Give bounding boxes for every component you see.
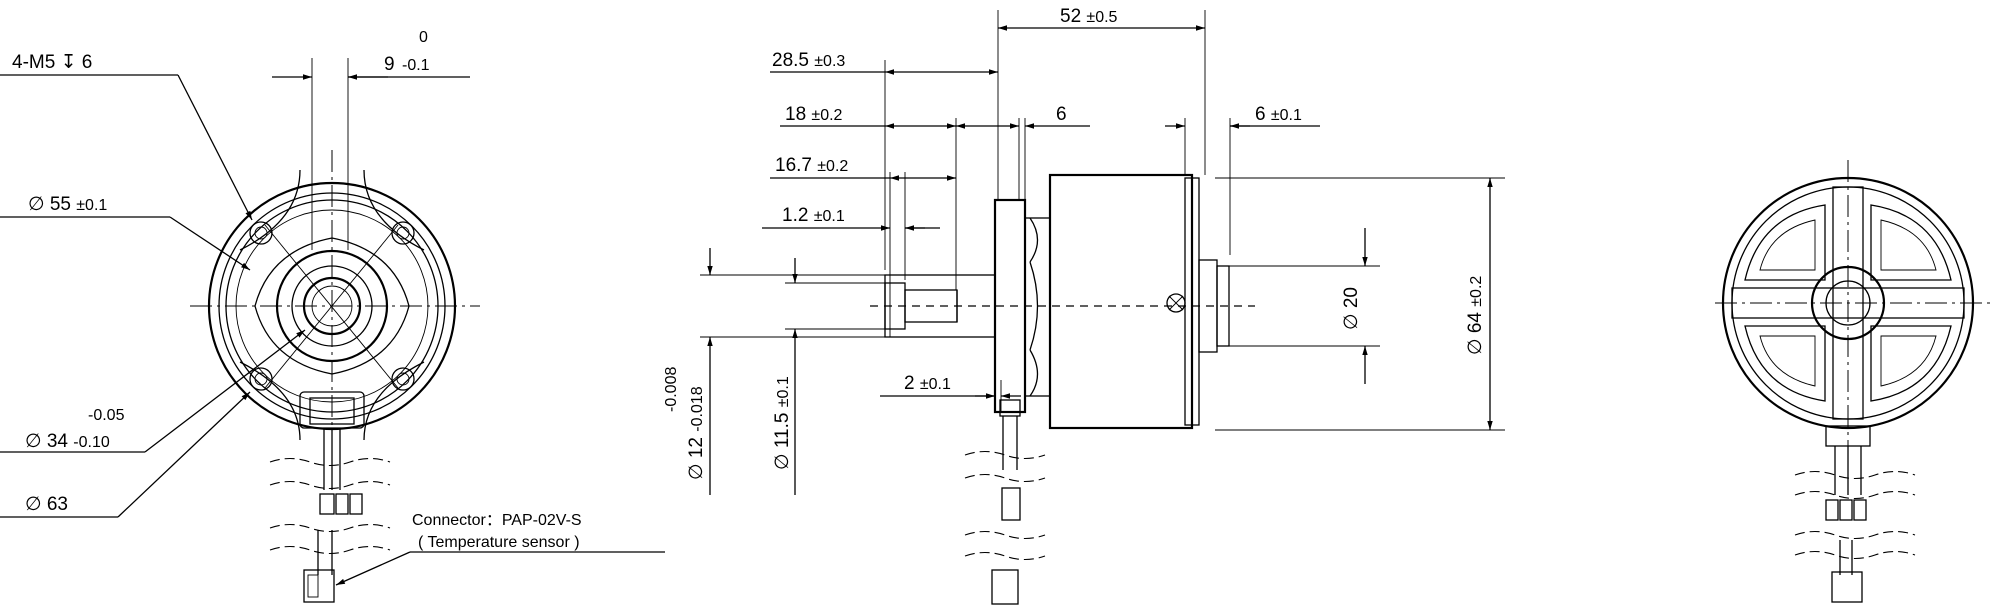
outer-dia-label: ∅ 63 bbox=[25, 494, 68, 515]
boss-dia-label: ∅ 20 bbox=[1341, 287, 1362, 330]
dim-1-2-label: 1.2 ±0.1 bbox=[782, 205, 845, 226]
front-cable bbox=[269, 428, 391, 603]
dim-6-rear-label: 6 ±0.1 bbox=[1255, 104, 1302, 125]
pilot-label: ∅ 34 -0.10 bbox=[25, 431, 110, 452]
dim-6-label: 6 bbox=[1056, 104, 1067, 125]
rear-vents bbox=[1744, 204, 1952, 402]
motor-body bbox=[1048, 173, 1194, 430]
thread-spec-label: 4-M5 ↧ 6 bbox=[12, 52, 92, 73]
mounting-holes bbox=[249, 221, 415, 391]
shaft-dia-tol-upper: -0.008 bbox=[663, 367, 680, 412]
side-view: 52 ±0.5 28.5 ±0.3 18 ±0.2 6 6 ±0.1 bbox=[663, 6, 1505, 605]
dim-2-label: 2 ±0.1 bbox=[904, 373, 951, 394]
dim-16-7-label: 16.7 ±0.2 bbox=[775, 155, 848, 176]
connector-label: Connector：PAP-02V-S bbox=[412, 512, 582, 529]
rear-cable bbox=[1794, 425, 1916, 603]
diameter-icon: ∅ bbox=[1465, 338, 1486, 355]
connector-note: ( Temperature sensor ) bbox=[418, 534, 580, 551]
pcd-label: ∅ 55 ±0.1 bbox=[28, 194, 107, 215]
front-view: 9 0 -0.1 4-M5 ↧ 6 ∅ 55 ±0.1 -0.05 ∅ 34 -… bbox=[0, 29, 665, 603]
key-width-tol-lower: -0.1 bbox=[402, 57, 430, 74]
pilot-tol-upper: -0.05 bbox=[88, 407, 125, 424]
diameter-icon: ∅ bbox=[25, 494, 42, 515]
diameter-icon: ∅ bbox=[25, 431, 42, 452]
overall-length-label: 52 ±0.5 bbox=[1060, 6, 1118, 27]
rear-outer-ring bbox=[1721, 176, 1975, 430]
diameter-icon: ∅ bbox=[772, 453, 793, 470]
temperature-connector bbox=[303, 569, 335, 603]
key-width-tol-upper: 0 bbox=[419, 29, 428, 46]
diameter-icon: ∅ bbox=[1341, 313, 1362, 330]
body-dia-label: ∅ 64 ±0.2 bbox=[1465, 276, 1486, 355]
rear-view bbox=[1715, 160, 1994, 603]
shaft-dia-label: ∅ 12 -0.018 bbox=[686, 386, 707, 480]
side-cable bbox=[964, 399, 1046, 605]
dim-18-label: 18 ±0.2 bbox=[785, 104, 843, 125]
diameter-icon: ∅ bbox=[28, 194, 45, 215]
groove-dia-label: ∅ 11.5 ±0.1 bbox=[772, 376, 793, 470]
depth-icon: ↧ bbox=[61, 52, 77, 73]
shaft-length-label: 28.5 ±0.3 bbox=[772, 50, 845, 71]
key-width-value: 9 bbox=[384, 54, 395, 75]
diameter-icon: ∅ bbox=[686, 463, 707, 480]
